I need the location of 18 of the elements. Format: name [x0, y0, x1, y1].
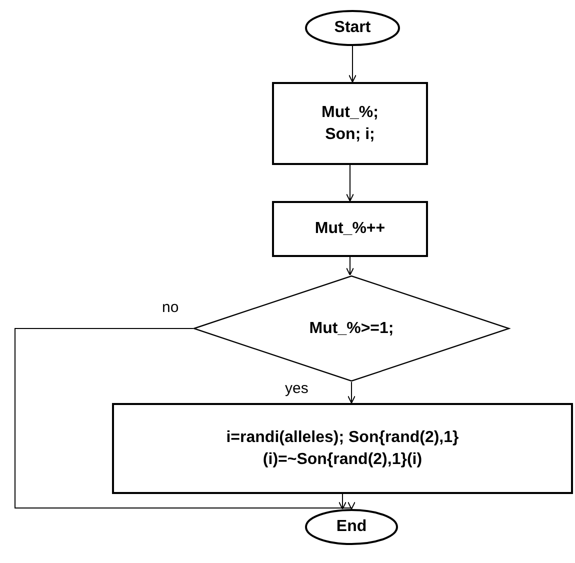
decision-diamond: [193, 275, 510, 382]
node-text: Start: [333, 18, 372, 38]
start-terminal: [305, 10, 400, 46]
arrow: [338, 494, 347, 510]
arrow: [14, 328, 356, 510]
node-text: Mut_%++: [314, 219, 386, 240]
process-box: [272, 82, 428, 165]
node-text: End: [335, 517, 368, 538]
arrow: [346, 164, 354, 202]
arrow: [346, 256, 354, 276]
node-text: i=randi(alleles); Son{rand(2),1}(i)=~Son{rand(2),1}(i): [225, 428, 460, 470]
end-terminal: [305, 509, 398, 545]
process-box: [112, 403, 573, 494]
arrow: [348, 46, 357, 83]
arrow: [347, 382, 356, 404]
node-text: Mut_%; Son; i;: [320, 102, 380, 144]
process-box: [272, 201, 428, 257]
node-text: Mut_%>=1;: [308, 318, 395, 339]
